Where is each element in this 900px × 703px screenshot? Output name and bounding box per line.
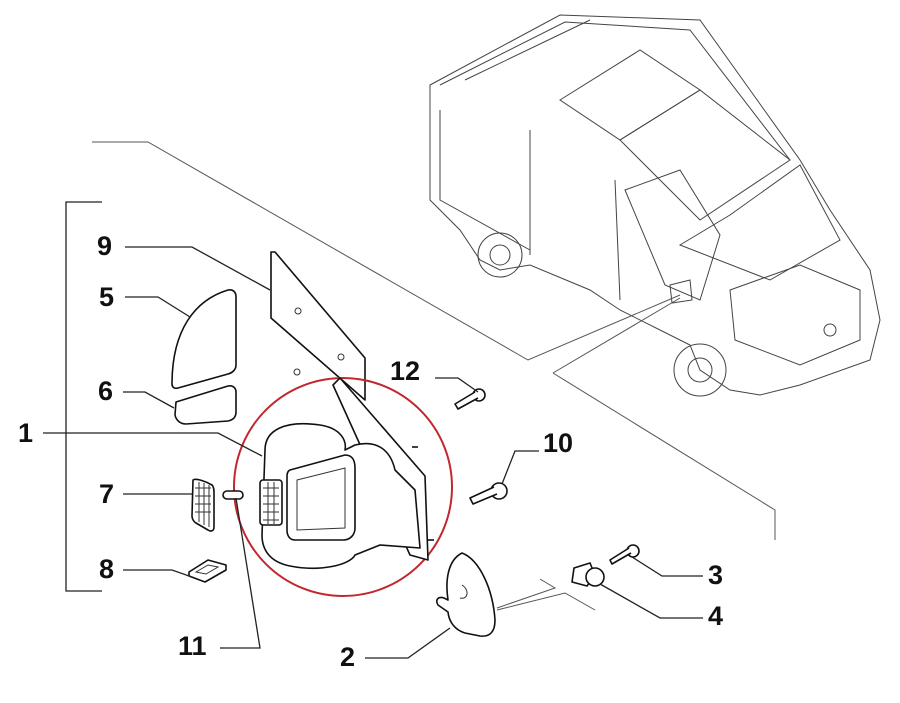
- part-screw: [609, 544, 640, 565]
- callout-9: 9: [97, 231, 112, 261]
- callout-4: 4: [708, 601, 723, 631]
- leader-6: [123, 391, 175, 409]
- part-side-turn-signal-lamp: [191, 478, 215, 532]
- part-clip: [222, 490, 244, 500]
- highlight-circle: [233, 377, 453, 597]
- leader-4: [599, 583, 703, 619]
- callout-11: 11: [178, 631, 207, 661]
- connector-2-4: [496, 578, 596, 611]
- leader-10: [501, 450, 539, 485]
- part-bolt-10: [469, 482, 508, 505]
- callout-3: 3: [708, 560, 723, 590]
- leader-3: [631, 556, 703, 577]
- leader-perspective-upper: [92, 141, 681, 361]
- leader-9: [125, 246, 271, 291]
- part-mirror-assembly: [259, 377, 434, 569]
- leader-12: [435, 377, 479, 393]
- leader-2: [365, 627, 451, 659]
- part-mirror-base-cover: [436, 552, 496, 637]
- leader-11: [220, 497, 261, 649]
- part-lamp-bulb-holder: [188, 559, 227, 583]
- part-lower-mirror-glass: [174, 385, 237, 425]
- callout-1: 1: [18, 418, 33, 448]
- callout-5: 5: [99, 282, 114, 312]
- callout-10: 10: [543, 428, 573, 458]
- leader-8: [123, 569, 193, 578]
- callout-8: 8: [99, 554, 114, 584]
- part-upper-mirror-glass: [171, 289, 237, 390]
- leader-1: [43, 432, 263, 457]
- part-bolt-12: [454, 388, 486, 410]
- van-illustration: [429, 14, 881, 397]
- assembly-bracket: [65, 201, 102, 592]
- part-mounting-plate: [270, 251, 366, 401]
- callout-6: 6: [98, 376, 113, 406]
- leader-perspective-lower: [552, 297, 776, 540]
- callout-12: 12: [390, 356, 420, 386]
- part-clip-nut: [571, 562, 605, 587]
- leader-5: [125, 296, 191, 318]
- callout-2: 2: [340, 642, 355, 672]
- callout-7: 7: [99, 479, 114, 509]
